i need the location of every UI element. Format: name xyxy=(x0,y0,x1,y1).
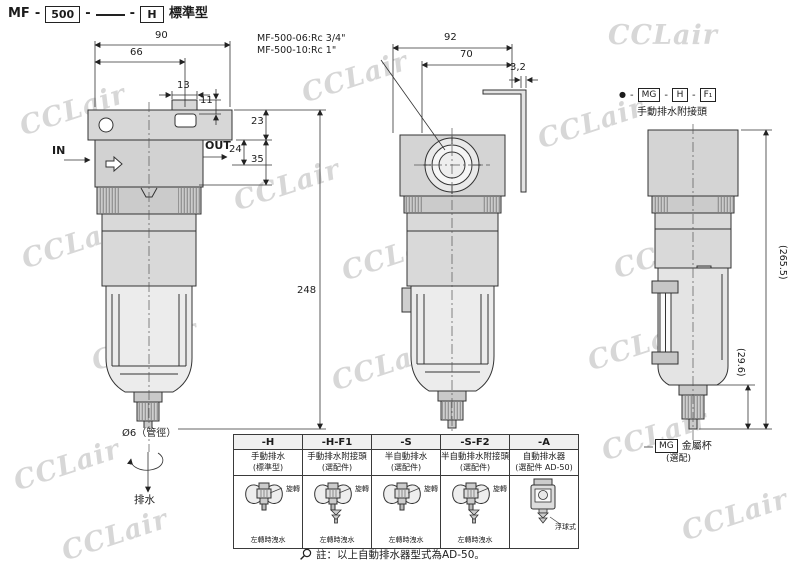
bullet-icon: ● xyxy=(619,89,626,99)
drain-type-desc: 半自動排水附接頭 (選配件) xyxy=(440,449,510,476)
drain-note: 左轉時洩水 xyxy=(457,536,493,544)
drain-type-sub: (選配件 AD-50) xyxy=(515,462,573,472)
drain-label: 排水 xyxy=(134,494,155,506)
front-view-drawing xyxy=(64,41,326,493)
drain-type-name: 半自動排水附接頭 xyxy=(441,452,510,463)
model-prefix: MF xyxy=(8,6,30,22)
dim-13: 13 xyxy=(177,80,190,91)
metal-bowl-label: 金屬杯 xyxy=(681,440,712,452)
drain-type-desc: 手動排水附接頭 (選配件) xyxy=(302,449,372,476)
dim-70: 70 xyxy=(460,49,473,60)
side-view-drawing xyxy=(380,44,538,442)
semi-auto-drain-fitting-icon xyxy=(452,482,490,524)
drain-type-code: -H xyxy=(233,434,303,450)
dim-23: 23 xyxy=(251,116,264,127)
dim-90: 90 xyxy=(155,30,168,41)
separator: - xyxy=(629,89,634,101)
dim-66: 66 xyxy=(130,47,143,58)
port-thread-note-2: MF-500-10:Rc 1" xyxy=(257,45,337,56)
rotate-drain-arrow xyxy=(127,452,164,471)
drain-type-name: 半自動排水 xyxy=(384,452,428,463)
drain-type-desc: 半自動排水 (選配件) xyxy=(371,449,441,476)
dim-92: 92 xyxy=(444,32,457,43)
drain-note: 左轉時洩水 xyxy=(319,536,355,544)
option-f1-box: F₁ xyxy=(699,88,717,102)
in-port-label: IN xyxy=(52,144,66,157)
drain-type-sub: (標準型) xyxy=(252,462,284,472)
rotate-note: 旋轉 xyxy=(424,485,438,493)
drain-option-cell: 浮球式 xyxy=(509,475,579,549)
sight-gauge-bottom xyxy=(651,351,679,365)
option-view-drawing xyxy=(644,124,772,448)
rotate-note: 旋轉 xyxy=(355,485,369,493)
drain-type-desc: 手動排水 (標準型) xyxy=(233,449,303,476)
drain-type-sub: (選配件) xyxy=(390,462,422,472)
rotate-note: 旋轉 xyxy=(493,485,507,493)
drain-option-cell: 旋轉 左轉時洩水 xyxy=(302,475,372,549)
dim-248: 248 xyxy=(295,285,319,296)
magnifier-icon xyxy=(300,548,312,560)
drain-type-sub: (選配件) xyxy=(459,462,491,472)
footnote-text: 註：以上自動排水器型式為AD-50。 xyxy=(316,549,485,561)
drain-type-name: 手動排水附接頭 xyxy=(307,452,367,463)
drain-option-cell: 旋轉 左轉時洩水 xyxy=(233,475,303,549)
drain-option-cell: 旋轉 左轉時洩水 xyxy=(371,475,441,549)
dim-29-6: (29.6) xyxy=(735,348,746,377)
drain-note: 左轉時洩水 xyxy=(250,536,286,544)
drain-type-name: 自動排水器 xyxy=(522,452,566,463)
table-code-row: -H -H-F1 -S -S-F2 -A xyxy=(233,434,579,450)
drain-type-desc: 自動排水器 (選配件 AD-50) xyxy=(509,449,579,476)
type-label: 標準型 xyxy=(169,6,209,22)
manual-drain-icon xyxy=(245,482,283,511)
drain-options-table: -H -H-F1 -S -S-F2 -A 手動排水 (標準型) 手動排水附接頭 … xyxy=(233,434,579,549)
separator: - xyxy=(664,89,668,101)
model-size-box: 500 xyxy=(45,6,81,23)
float-note: 浮球式 xyxy=(555,523,576,531)
option-view-dimensions xyxy=(644,129,772,448)
model-code-title: MF - 500 - - H 標準型 xyxy=(8,6,208,23)
port-note-leader xyxy=(380,59,446,151)
mounting-bracket-side xyxy=(482,89,527,193)
drain-option-cell: 旋轉 左轉時洩水 xyxy=(440,475,510,549)
dim-11: 11 xyxy=(200,95,213,106)
drain-type-code: -S xyxy=(371,434,441,450)
separator: - xyxy=(85,6,91,22)
out-port-label: OUT xyxy=(205,139,231,152)
rotate-note: 旋轉 xyxy=(286,485,300,493)
drain-type-code: -A xyxy=(509,434,579,450)
footnote-row: 註：以上自動排水器型式為AD-50。 xyxy=(299,547,485,562)
model-option-box xyxy=(95,13,125,16)
manual-drain-fitting-icon xyxy=(314,482,352,524)
option-code-row: ● - MG - H - F₁ xyxy=(619,88,717,102)
dim-265-5: (265.5) xyxy=(777,245,788,280)
drain-type-code: -S-F2 xyxy=(440,434,510,450)
option-caption: 手動排水附接頭 xyxy=(637,107,707,118)
metal-bowl-label-row: MG 金屬杯 xyxy=(655,439,712,453)
model-variant-box: H xyxy=(140,6,165,23)
dim-24: 24 xyxy=(229,144,242,155)
separator: - xyxy=(691,89,696,101)
port-thread-note-1: MF-500-06:Rc 3/4" xyxy=(257,33,346,44)
separator: - xyxy=(129,6,136,22)
front-view-dimensions xyxy=(64,41,326,430)
option-mg-box: MG xyxy=(637,88,661,102)
pipe-diameter-label: Ø6（管徑） xyxy=(120,428,179,439)
sight-gauge-top xyxy=(651,280,679,294)
semi-auto-drain-icon xyxy=(383,482,421,511)
drain-type-name: 手動排水 xyxy=(250,452,285,463)
table-description-row: 手動排水 (標準型) 手動排水附接頭 (選配件) 半自動排水 (選配件) 半自動… xyxy=(233,449,579,476)
separator: - xyxy=(34,6,41,22)
table-icon-row: 旋轉 左轉時洩水 旋轉 左轉時洩水 旋轉 左轉時洩水 xyxy=(233,475,579,549)
dim-35: 35 xyxy=(251,154,264,165)
metal-bowl-optional-note: (選配) xyxy=(666,454,692,464)
drain-type-code: -H-F1 xyxy=(302,434,372,450)
side-view-dimensions xyxy=(380,44,538,151)
mg-code-box: MG xyxy=(655,439,678,453)
drain-type-sub: (選配件) xyxy=(321,462,353,472)
auto-drain-icon xyxy=(530,478,561,525)
option-h-box: H xyxy=(671,88,688,102)
drain-note: 左轉時洩水 xyxy=(388,536,424,544)
dim-3-2: 3,2 xyxy=(510,62,526,73)
